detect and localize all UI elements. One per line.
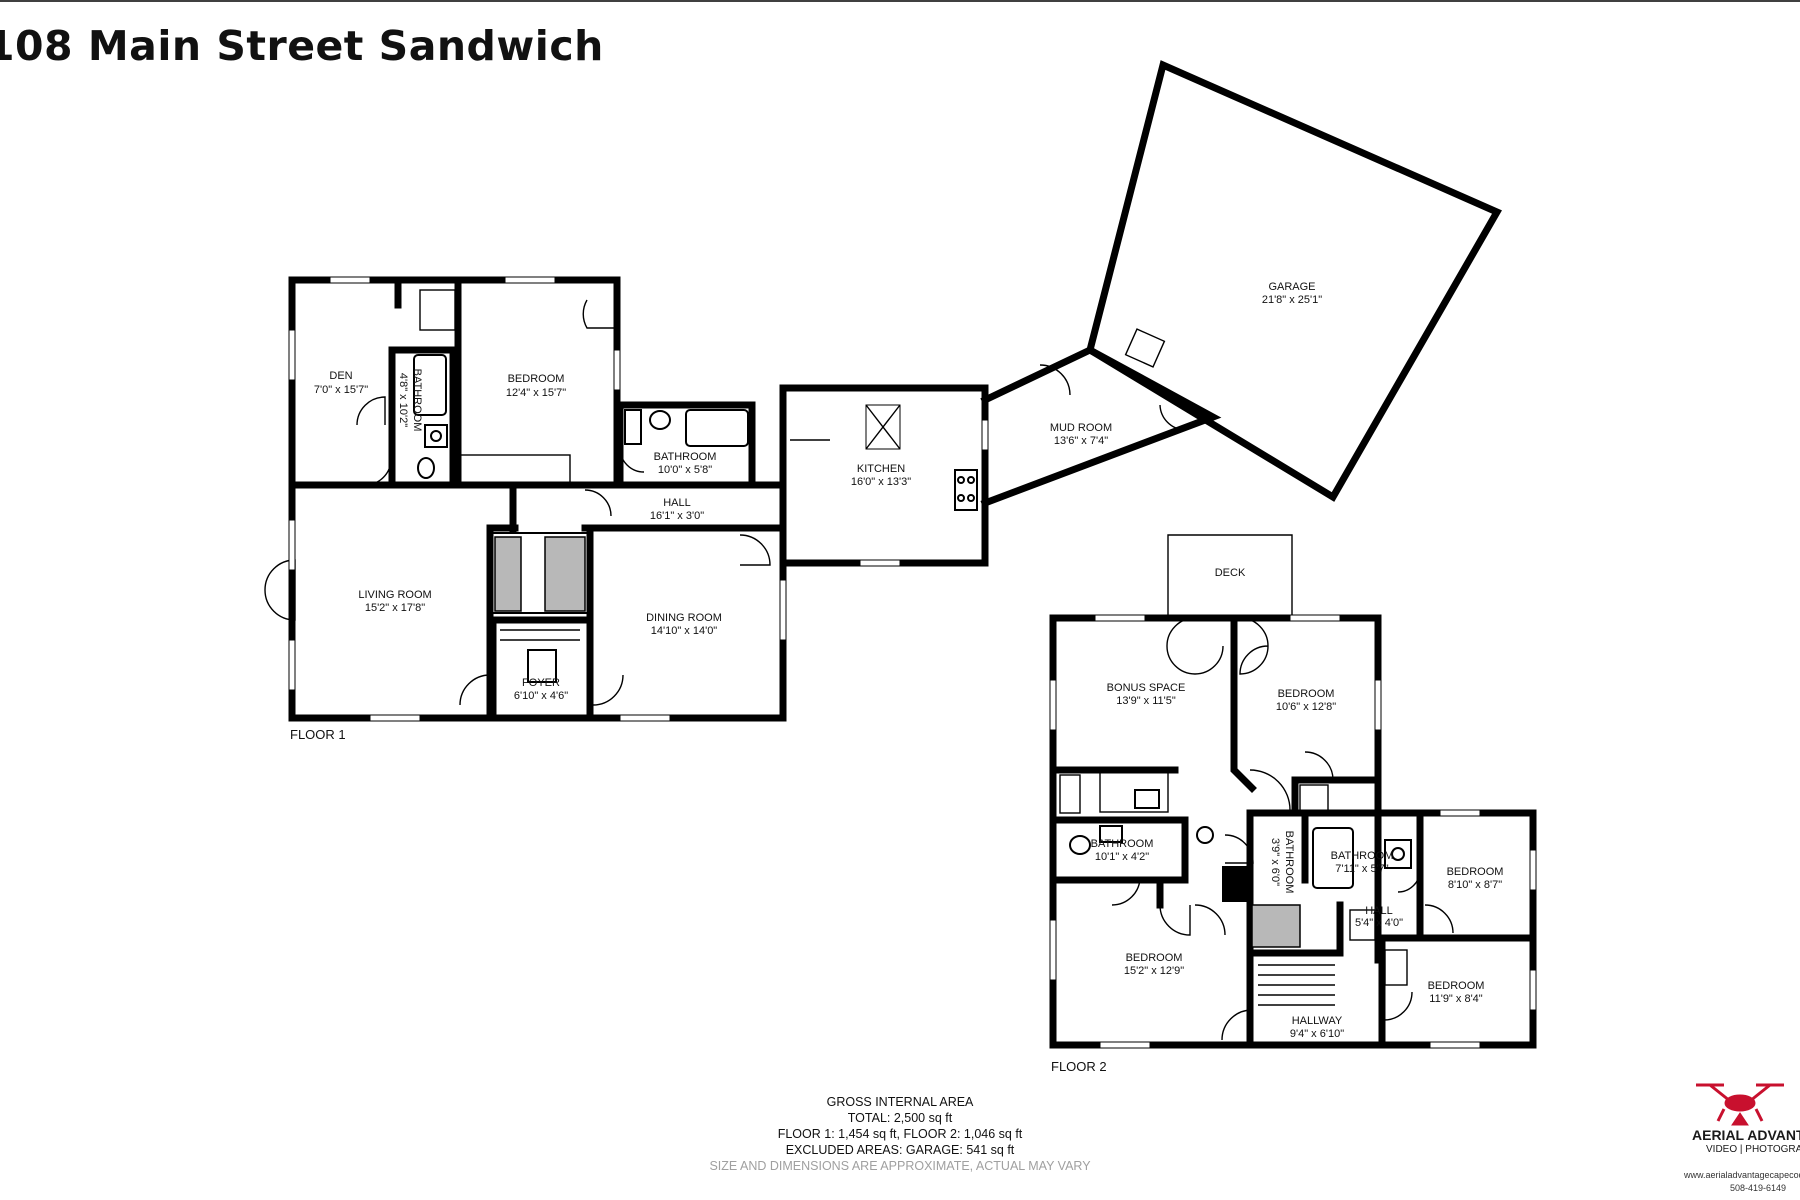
room-hall1-dim: 16'1" x 3'0"	[650, 510, 704, 522]
room-bed4-name: BEDROOM	[1126, 952, 1183, 964]
company-logo: AERIAL ADVANTAGE VIDEO | PHOTOGRAPHY www…	[1684, 1075, 1800, 1200]
room-bath4-name: BATHROOM	[1283, 831, 1295, 894]
room-bath2-name: BATHROOM	[654, 451, 717, 463]
room-living-name: LIVING ROOM	[358, 589, 431, 601]
room-bonus-name: BONUS SPACE	[1107, 682, 1186, 694]
room-bath5-name: BATHROOM	[1331, 850, 1394, 862]
room-bed2-name: BEDROOM	[1278, 688, 1335, 700]
room-hallway-dim: 9'4" x 6'10"	[1290, 1028, 1344, 1040]
room-bath2-dim: 10'0" x 5'8"	[658, 464, 712, 476]
room-mud-dim: 13'6" x 7'4"	[1054, 435, 1108, 447]
floor-1-plan	[264, 60, 1502, 722]
floor-2-plan	[1049, 534, 1537, 1049]
logo-tagline: VIDEO | PHOTOGRAPHY	[1706, 1144, 1800, 1155]
room-bed3-name: BEDROOM	[1447, 866, 1504, 878]
logo-website: www.aerialadvantagecapecod.com	[1684, 1170, 1800, 1180]
room-bath4-dim: 3'9" x 6'0"	[1269, 838, 1281, 886]
floor-1-label: FLOOR 1	[290, 727, 346, 742]
room-dining-dim: 14'10" x 14'0"	[651, 625, 718, 637]
room-garage-name: GARAGE	[1268, 281, 1315, 293]
room-hallway-name: HALLWAY	[1292, 1015, 1343, 1027]
room-hall2-name: HALL	[1365, 905, 1393, 917]
room-bonus-dim: 13'9" x 11'5"	[1116, 695, 1176, 707]
area-excluded: EXCLUDED AREAS: GARAGE: 541 sq ft	[785, 1143, 1015, 1157]
room-kitchen-name: KITCHEN	[857, 463, 905, 475]
area-heading: GROSS INTERNAL AREA	[826, 1095, 974, 1109]
area-total: TOTAL: 2,500 sq ft	[847, 1111, 953, 1125]
area-floors: FLOOR 1: 1,454 sq ft, FLOOR 2: 1,046 sq …	[777, 1127, 1023, 1141]
room-dining-name: DINING ROOM	[646, 612, 722, 624]
room-bed2-dim: 10'6" x 12'8"	[1276, 701, 1336, 713]
room-bed5-dim: 11'9" x 8'4"	[1429, 993, 1482, 1005]
room-bed1-dim: 12'4" x 15'7"	[506, 387, 566, 399]
room-bath5-dim: 7'11" x 5'7"	[1335, 863, 1388, 875]
room-deck-name: DECK	[1215, 567, 1246, 579]
room-hall2-dim: 5'4" x 4'0"	[1355, 917, 1403, 929]
room-kitchen-dim: 16'0" x 13'3"	[851, 476, 911, 488]
logo-phone: 508-419-6149	[1730, 1183, 1787, 1193]
logo-brand: AERIAL ADVANTAGE	[1692, 1127, 1800, 1143]
room-bath3-name: BATHROOM	[1091, 838, 1154, 850]
room-garage-dim: 21'8" x 25'1"	[1262, 294, 1322, 306]
page-title: 108 Main Street Sandwich	[0, 22, 604, 70]
room-living-dim: 15'2" x 17'8"	[365, 602, 425, 614]
area-disclaimer: SIZE AND DIMENSIONS ARE APPROXIMATE, ACT…	[709, 1159, 1091, 1173]
room-bath3-dim: 10'1" x 4'2"	[1095, 851, 1149, 863]
room-bed4-dim: 15'2" x 12'9"	[1124, 965, 1184, 977]
room-bath1-name: BATHROOM	[411, 369, 423, 432]
room-labels: DEN 7'0" x 15'7" BATHROOM 4'8" x 10'2" B…	[314, 281, 1504, 1040]
floor-2-label: FLOOR 2	[1051, 1059, 1107, 1074]
room-foyer-name: FOYER	[522, 677, 560, 689]
room-bed1-name: BEDROOM	[508, 373, 565, 385]
room-den-name: DEN	[329, 370, 352, 382]
room-hall1-name: HALL	[663, 497, 691, 509]
room-den-dim: 7'0" x 15'7"	[314, 384, 368, 396]
room-foyer-dim: 6'10" x 4'6"	[514, 690, 568, 702]
room-bed3-dim: 8'10" x 8'7"	[1448, 879, 1502, 891]
room-bath1-dim: 4'8" x 10'2"	[397, 373, 409, 427]
drone-icon	[1696, 1083, 1784, 1126]
room-bed5-name: BEDROOM	[1428, 980, 1485, 992]
room-mud-name: MUD ROOM	[1050, 422, 1112, 434]
gross-internal-area: GROSS INTERNAL AREA TOTAL: 2,500 sq ft F…	[660, 1094, 1140, 1174]
